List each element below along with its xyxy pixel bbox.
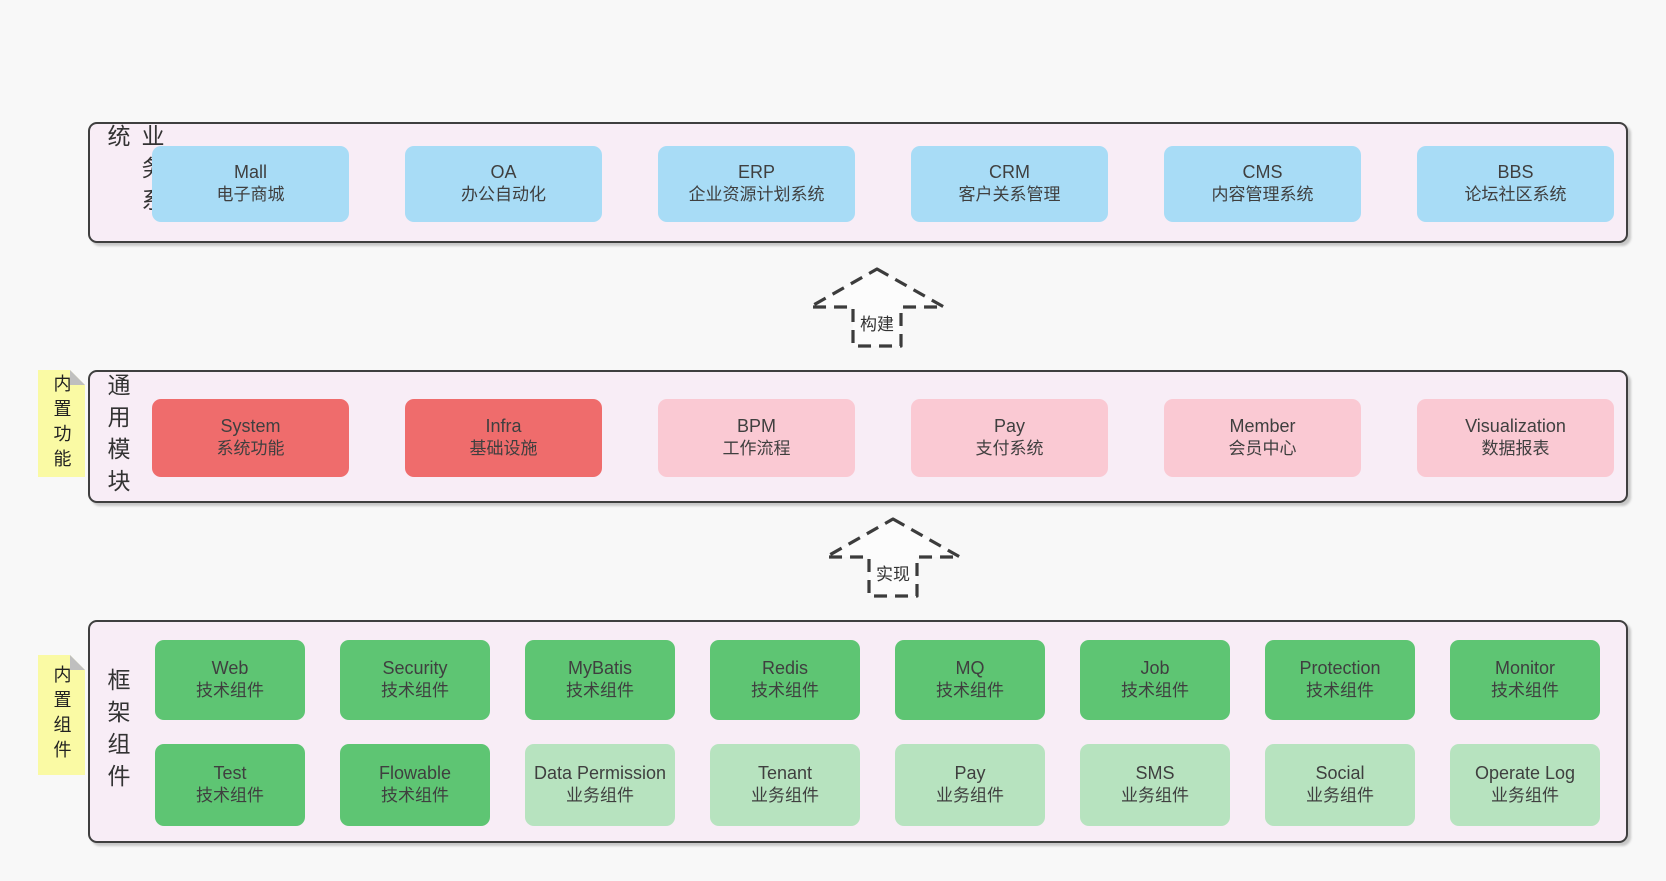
box-title: Visualization [1465, 416, 1566, 437]
box-title: Security [382, 658, 448, 679]
note-fold-corner-icon [70, 370, 85, 385]
box-subtitle: 业务组件 [566, 785, 634, 805]
layer-label-framework-components: 框架组件 [104, 667, 130, 796]
box-title: CMS [1242, 162, 1283, 183]
box-subtitle: 会员中心 [1228, 438, 1297, 458]
box-operate-log: Operate Log 业务组件 [1450, 744, 1600, 826]
box-system: System 系统功能 [152, 399, 349, 477]
box-tenant: Tenant 业务组件 [710, 744, 860, 826]
box-crm: CRM 客户关系管理 [911, 146, 1108, 222]
box-title: Flowable [378, 763, 452, 784]
note-built-in-components: 内置组件 [38, 655, 85, 775]
box-sms: SMS 业务组件 [1080, 744, 1230, 826]
box-subtitle: 业务组件 [751, 785, 819, 805]
note-fold-corner-icon [70, 655, 85, 670]
box-web: Web 技术组件 [155, 640, 305, 720]
box-bbs: BBS 论坛社区系统 [1417, 146, 1614, 222]
box-subtitle: 客户关系管理 [958, 184, 1061, 204]
implement-arrow: 实现 [818, 514, 968, 600]
implement-arrow-label: 实现 [873, 560, 913, 585]
box-subtitle: 电子商城 [216, 184, 285, 204]
box-title: Member [1229, 416, 1296, 437]
box-subtitle: 数据报表 [1481, 438, 1550, 458]
box-redis: Redis 技术组件 [710, 640, 860, 720]
box-title: Protection [1299, 658, 1381, 679]
box-subtitle: 论坛社区系统 [1464, 184, 1567, 204]
box-protection: Protection 技术组件 [1265, 640, 1415, 720]
box-mybatis: MyBatis 技术组件 [525, 640, 675, 720]
box-visualization: Visualization 数据报表 [1417, 399, 1614, 477]
box-title: Redis [761, 658, 809, 679]
box-title: Test [213, 763, 247, 784]
box-subtitle: 技术组件 [196, 785, 264, 805]
box-title: MyBatis [567, 658, 632, 679]
box-subtitle: 企业资源计划系统 [688, 184, 825, 204]
box-subtitle: 技术组件 [1491, 680, 1559, 700]
box-title: Job [1140, 658, 1170, 679]
box-cms: CMS 内容管理系统 [1164, 146, 1361, 222]
layer-common-modules: 通用模块 System 系统功能 Infra 基础设施 BPM 工作流程 Pay… [88, 370, 1628, 503]
box-title: Operate Log [1474, 763, 1576, 784]
layer-framework-components: 框架组件 Web 技术组件 Security 技术组件 MyBatis 技术组件… [88, 620, 1628, 843]
box-title: CRM [989, 162, 1030, 183]
box-title: Data Permission [533, 763, 667, 784]
up-arrow-icon [808, 267, 946, 348]
box-security: Security 技术组件 [340, 640, 490, 720]
box-subtitle: 支付系统 [975, 438, 1044, 458]
box-monitor: Monitor 技术组件 [1450, 640, 1600, 720]
box-subtitle: 业务组件 [1491, 785, 1559, 805]
box-subtitle: 技术组件 [381, 680, 449, 700]
note-built-in-features: 内置功能 [38, 370, 85, 477]
box-member: Member 会员中心 [1164, 399, 1361, 477]
box-title: Monitor [1494, 658, 1556, 679]
box-erp: ERP 企业资源计划系统 [658, 146, 855, 222]
box-flowable: Flowable 技术组件 [340, 744, 490, 826]
box-subtitle: 技术组件 [1121, 680, 1189, 700]
box-title: Web [211, 658, 249, 679]
box-subtitle: 技术组件 [1306, 680, 1374, 700]
build-arrow-label: 构建 [857, 310, 897, 335]
box-title: Pay [954, 763, 986, 784]
box-title: ERP [737, 162, 775, 183]
box-subtitle: 工作流程 [722, 438, 791, 458]
box-subtitle: 内容管理系统 [1211, 184, 1314, 204]
box-subtitle: 系统功能 [216, 438, 285, 458]
box-subtitle: 办公自动化 [461, 184, 546, 204]
box-infra: Infra 基础设施 [405, 399, 602, 477]
box-title: Infra [485, 416, 522, 437]
box-social: Social 业务组件 [1265, 744, 1415, 826]
box-test: Test 技术组件 [155, 744, 305, 826]
box-oa: OA 办公自动化 [405, 146, 602, 222]
box-subtitle: 基础设施 [469, 438, 538, 458]
box-mq: MQ 技术组件 [895, 640, 1045, 720]
box-title: Mall [233, 162, 267, 183]
box-subtitle: 业务组件 [1306, 785, 1374, 805]
box-pay-component: Pay 业务组件 [895, 744, 1045, 826]
build-arrow: 构建 [802, 264, 952, 350]
box-subtitle: 技术组件 [751, 680, 819, 700]
box-subtitle: 技术组件 [936, 680, 1004, 700]
box-title: BPM [736, 416, 776, 437]
box-subtitle: 业务组件 [1121, 785, 1189, 805]
box-subtitle: 技术组件 [566, 680, 634, 700]
box-title: MQ [955, 658, 985, 679]
box-title: OA [490, 162, 517, 183]
box-subtitle: 技术组件 [381, 785, 449, 805]
box-title: BBS [1497, 162, 1534, 183]
box-pay-module: Pay 支付系统 [911, 399, 1108, 477]
box-title: Tenant [757, 763, 813, 784]
box-bpm: BPM 工作流程 [658, 399, 855, 477]
box-title: SMS [1135, 763, 1175, 784]
box-title: Pay [993, 416, 1026, 437]
box-subtitle: 技术组件 [196, 680, 264, 700]
box-job: Job 技术组件 [1080, 640, 1230, 720]
box-mall: Mall 电子商城 [152, 146, 349, 222]
layer-label-common-modules: 通用模块 [104, 372, 130, 501]
layer-business-systems: 业务系统 Mall 电子商城 OA 办公自动化 ERP 企业资源计划系统 CRM… [88, 122, 1628, 243]
box-title: System [220, 416, 281, 437]
up-arrow-icon [824, 517, 962, 598]
box-subtitle: 业务组件 [936, 785, 1004, 805]
box-data-permission: Data Permission 业务组件 [525, 744, 675, 826]
box-title: Social [1315, 763, 1365, 784]
